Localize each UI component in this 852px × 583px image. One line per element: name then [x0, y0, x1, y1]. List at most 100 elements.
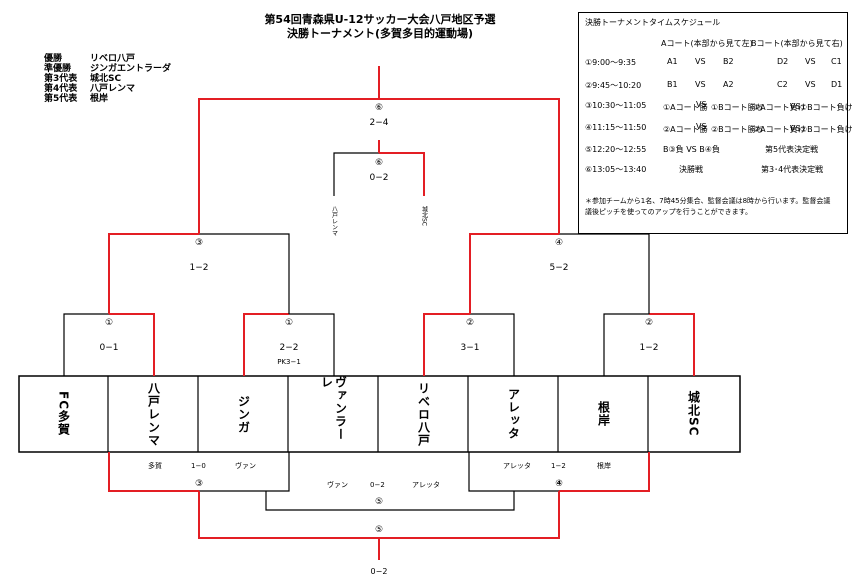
result-rank: 第4代表 — [44, 84, 78, 94]
match-score: 1−2 — [189, 263, 209, 273]
team-name: 八戸レンマ — [146, 381, 161, 447]
match-pk-score: PK3−1 — [277, 358, 301, 366]
lower-team-1: 多賀 — [148, 462, 162, 470]
result-rank: 優勝 — [44, 54, 63, 64]
schedule-a-home: ①Aコート勝 — [663, 103, 708, 112]
team-cell: リベロ八戸 — [379, 376, 468, 452]
match-score: 0−1 — [99, 343, 119, 353]
schedule-a-away: A2 — [723, 80, 734, 89]
result-row: 第4代表 八戸レンマ — [44, 84, 171, 94]
schedule-b-match: 第5代表決定戦 — [765, 145, 819, 154]
schedule-note-2: 議後ピッチを使ってのアップを行うことができます。 — [585, 208, 752, 216]
match-label: ③ — [194, 479, 204, 489]
team-name: FC多賀 — [56, 391, 71, 437]
schedule-a-away: B2 — [723, 57, 734, 66]
result-team: 八戸レンマ — [90, 84, 136, 94]
match-label: ① — [104, 318, 114, 328]
lower-team-1: アレッタ — [503, 462, 531, 470]
result-row: 優勝 リベロ八戸 — [44, 54, 171, 64]
schedule-a-vs: VS — [695, 57, 706, 66]
team-cell: 城北SC — [649, 376, 738, 452]
court-b-header: Bコート(本部から見て右) — [751, 39, 843, 48]
team-cell: ジンガ — [199, 376, 288, 452]
match-label: ⑤ — [374, 525, 384, 535]
schedule-box: 決勝トーナメントタイムスケジュール Aコート(本部から見て左) Bコート(本部か… — [578, 12, 852, 234]
result-team: 根岸 — [90, 94, 109, 104]
lower-team-2: ヴァン — [235, 462, 256, 470]
lower-score: 1−2 — [551, 462, 566, 470]
schedule-b-vs: VS — [790, 124, 801, 133]
schedule-time: ⑥13:05～13:40 — [585, 165, 647, 174]
schedule-b-vs: VS — [790, 102, 801, 111]
page-title: 第54回青森県U-12サッカー大会八戸地区予選 決勝トーナメント(多賀多目的運動… — [220, 13, 540, 41]
match-score: 0−2 — [370, 567, 388, 576]
match-score: 5−2 — [549, 263, 569, 273]
schedule-a-away: ①Bコート勝ち — [711, 103, 764, 112]
match-score: 3−1 — [460, 343, 480, 353]
match-score: 1−2 — [639, 343, 659, 353]
schedule-b-away: ②Bコート負け — [800, 125, 852, 134]
schedule-b-away: ①Bコート負け — [800, 103, 852, 112]
schedule-b-home: ①Aコート負け — [753, 103, 806, 112]
result-row: 第5代表 根岸 — [44, 94, 171, 104]
schedule-b-away: D1 — [831, 80, 843, 89]
schedule-b-home: D2 — [777, 57, 789, 66]
schedule-a-match: 決勝戦 — [679, 165, 703, 174]
match-label: ① — [284, 318, 294, 328]
title-line-1: 第54回青森県U-12サッカー大会八戸地区予選 — [264, 13, 496, 26]
team-cell: 根岸 — [559, 376, 648, 452]
schedule-a-vs: VS — [696, 100, 707, 109]
team-cell: アレッタ — [469, 376, 558, 452]
match-label: ② — [465, 318, 475, 328]
team-name: ジンガ — [236, 394, 251, 434]
lower-score: 1−0 — [191, 462, 206, 470]
schedule-time: ①9:00～9:35 — [585, 58, 637, 67]
team-name: ヴァンラーレ — [319, 376, 348, 441]
result-row: 準優勝 ジンガエントラーダ — [44, 64, 171, 74]
match-score: 0−2 — [369, 173, 389, 183]
final-results-list: 優勝リベロ八戸 準優勝ジンガエントラーダ 第3代表城北SC 第4代表八戸レンマ … — [44, 54, 171, 104]
court-a-header: Aコート(本部から見て左) — [661, 39, 753, 48]
title-line-2: 決勝トーナメント(多賀多目的運動場) — [286, 27, 474, 40]
third-place-team-2: 城北SC — [420, 206, 428, 226]
schedule-time: ②9:45～10:20 — [585, 81, 642, 90]
schedule-time: ③10:30～11:05 — [585, 101, 647, 110]
match-label: ③ — [194, 238, 204, 248]
team-name: リベロ八戸 — [416, 381, 431, 447]
match-label: ⑥ — [374, 158, 384, 168]
match-score: 2−4 — [369, 118, 389, 128]
team-name: 城北SC — [686, 391, 701, 437]
schedule-b-vs: VS — [805, 57, 816, 66]
schedule-time: ⑤12:20～12:55 — [585, 145, 647, 154]
schedule-note-1: ＊参加チームから1名、7時45分集合、監督会議は8時から行います。監督会議 — [585, 197, 831, 205]
result-team: 城北SC — [90, 74, 122, 84]
match-label: ④ — [555, 479, 563, 489]
result-team: ジンガエントラーダ — [90, 64, 172, 74]
team-name: 根岸 — [596, 401, 611, 427]
lower-team-2: 根岸 — [597, 462, 611, 470]
fifth-semi-team-1: ヴァン — [327, 481, 348, 489]
schedule-a-away: ②Bコート勝ち — [711, 125, 764, 134]
schedule-a-home: A1 — [667, 57, 678, 66]
third-place-team-1: 八戸レンマ — [330, 206, 338, 236]
schedule-a-home: ②Aコート勝 — [663, 125, 708, 134]
match-score: 2−2 — [279, 343, 299, 353]
result-row: 第3代表 城北SC — [44, 74, 171, 84]
match-label: ⑤ — [374, 497, 384, 507]
schedule-a-home: B1 — [667, 80, 678, 89]
result-rank: 第5代表 — [44, 94, 78, 104]
team-cell: ヴァンラーレ — [289, 376, 378, 452]
schedule-b-vs: VS — [805, 80, 816, 89]
match-label: ⑥ — [374, 103, 384, 113]
schedule-a-match: B③負 VS B④負 — [663, 145, 720, 154]
team-cell: 八戸レンマ — [109, 376, 198, 452]
fifth-semi-team-2: アレッタ — [412, 481, 440, 489]
team-name: アレッタ — [506, 388, 521, 440]
result-team: リベロ八戸 — [90, 54, 136, 64]
result-rank: 第3代表 — [44, 74, 78, 84]
schedule-time: ④11:15～11:50 — [585, 123, 647, 132]
schedule-b-home: C2 — [777, 80, 788, 89]
schedule-a-vs: VS — [696, 122, 707, 131]
result-rank: 準優勝 — [44, 64, 72, 74]
